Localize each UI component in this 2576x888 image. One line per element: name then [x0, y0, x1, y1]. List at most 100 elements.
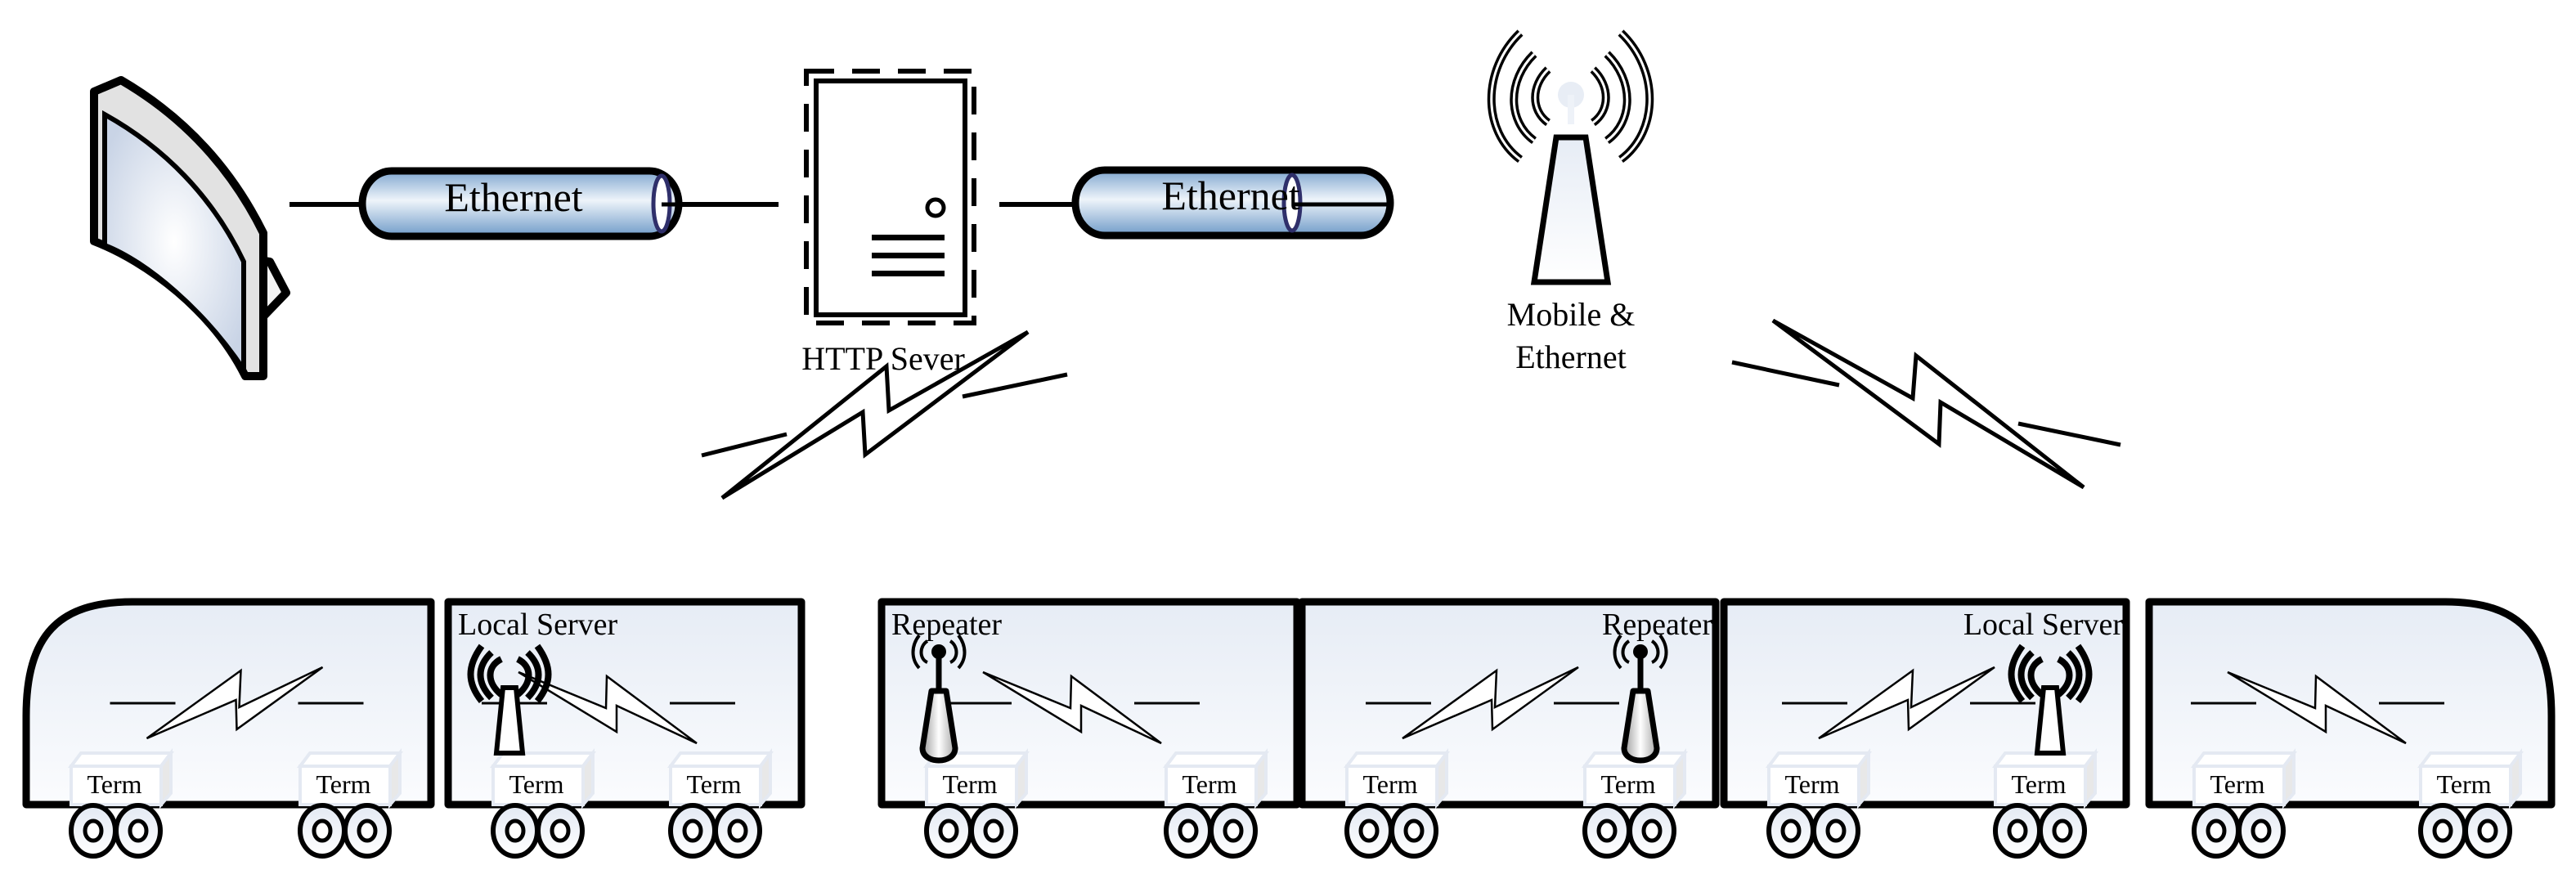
terminal-box — [1994, 765, 2087, 806]
terminal-box — [925, 765, 1018, 806]
wheel-hub — [1825, 818, 1847, 843]
wheel-hub — [1780, 818, 1802, 843]
antenna-mast — [2034, 685, 2067, 756]
terminal-box — [1767, 765, 1860, 806]
local-server-antenna-icon — [467, 644, 552, 756]
wheel-hub — [357, 818, 378, 843]
signal-arc — [919, 639, 929, 664]
wheel-hub — [682, 818, 703, 843]
wheel — [2237, 803, 2286, 859]
terminal-label: Term — [1600, 769, 1655, 799]
car-wireless-link — [2191, 670, 2444, 745]
wheel — [924, 803, 973, 859]
signal-arc — [2027, 656, 2044, 697]
wheel — [343, 803, 392, 859]
terminal: Term — [297, 748, 403, 810]
antenna-tip — [1633, 644, 1648, 659]
terminal: Term — [1344, 748, 1450, 810]
wheel — [2192, 803, 2241, 859]
device-label: Local Server — [458, 608, 618, 642]
wheel — [2038, 803, 2087, 859]
server-tower-icon — [804, 69, 976, 325]
wheel-hub — [128, 818, 149, 843]
wheel — [69, 803, 118, 859]
signal-arc — [949, 639, 958, 664]
terminal-label: Term — [2011, 769, 2066, 799]
signal-arc — [534, 644, 552, 703]
local-server-antenna-icon — [2008, 644, 2093, 756]
terminal-label: Term — [1362, 769, 1417, 799]
antenna-body — [919, 688, 958, 764]
wheel-hub — [938, 818, 959, 843]
signal-arc — [487, 656, 504, 697]
lightning-bolt-icon — [518, 670, 698, 745]
terminal: Term — [667, 748, 774, 810]
wheel — [1164, 803, 1213, 859]
wheel — [491, 803, 540, 859]
terminal-box-top — [1344, 751, 1450, 768]
signal-arc — [1658, 634, 1668, 670]
base-station-label-line1: Mobile & — [1507, 296, 1636, 333]
terminal: Term — [1992, 748, 2098, 810]
lightning-bolt-icon — [1402, 666, 1579, 740]
terminal-box — [298, 765, 392, 806]
signal-arc — [911, 634, 921, 670]
wireless-link-left — [701, 330, 1068, 500]
terminal: Term — [68, 748, 174, 810]
lightning-bolt-icon — [146, 666, 324, 740]
wheel — [1766, 803, 1815, 859]
terminal-label: Term — [1182, 769, 1236, 799]
car-wireless-link — [1782, 666, 2035, 740]
wheel-hub — [1223, 818, 1244, 843]
signal-arc — [525, 650, 542, 701]
device-label: Local Server — [1963, 608, 2124, 642]
radio-tower-icon — [1487, 29, 1654, 285]
wheel — [1582, 803, 1631, 859]
ethernet-label-2: Ethernet — [1161, 173, 1299, 218]
signal-arc — [1613, 634, 1622, 670]
signal-arc — [2075, 644, 2093, 703]
base-station-label-line2: Ethernet — [1515, 339, 1627, 375]
terminal-label: Term — [942, 769, 997, 799]
terminal: Term — [1163, 748, 1269, 810]
terminal-box — [2192, 765, 2286, 806]
wheel — [2463, 803, 2512, 859]
wheel-hub — [2251, 818, 2272, 843]
wheel-hub — [2007, 818, 2028, 843]
signal-arc — [515, 656, 532, 697]
wheel — [1209, 803, 1258, 859]
repeater-antenna-icon — [1613, 634, 1668, 764]
signal-arc — [2066, 650, 2083, 701]
wheel-hub — [2052, 818, 2073, 843]
http-server: HTTP Sever — [801, 69, 976, 377]
terminal-box — [2419, 765, 2512, 806]
terminal-box — [1583, 765, 1676, 806]
terminal-label: Term — [87, 769, 141, 799]
terminal-box — [1165, 765, 1258, 806]
wheel — [969, 803, 1018, 859]
wheel — [713, 803, 762, 859]
terminal: Term — [923, 748, 1030, 810]
lightning-bolt-icon — [1818, 666, 1995, 740]
terminal-box — [1345, 765, 1438, 806]
terminal-box — [70, 765, 163, 806]
cable-cylinder-icon — [358, 167, 683, 240]
terminal: Term — [2191, 748, 2297, 810]
wheel-hub — [83, 818, 104, 843]
cable-cylinder-icon — [1071, 166, 1394, 240]
terminal-box — [669, 765, 762, 806]
terminal-label: Term — [1784, 769, 1839, 799]
wheel — [536, 803, 585, 859]
terminal: Term — [1766, 748, 1872, 810]
lightning-bolt-icon — [982, 670, 1162, 745]
car-wireless-link — [946, 670, 1200, 745]
terminal-box-top — [2191, 751, 2297, 768]
wheel — [1627, 803, 1676, 859]
wheel — [668, 803, 717, 859]
terminal-box-top — [667, 751, 774, 768]
